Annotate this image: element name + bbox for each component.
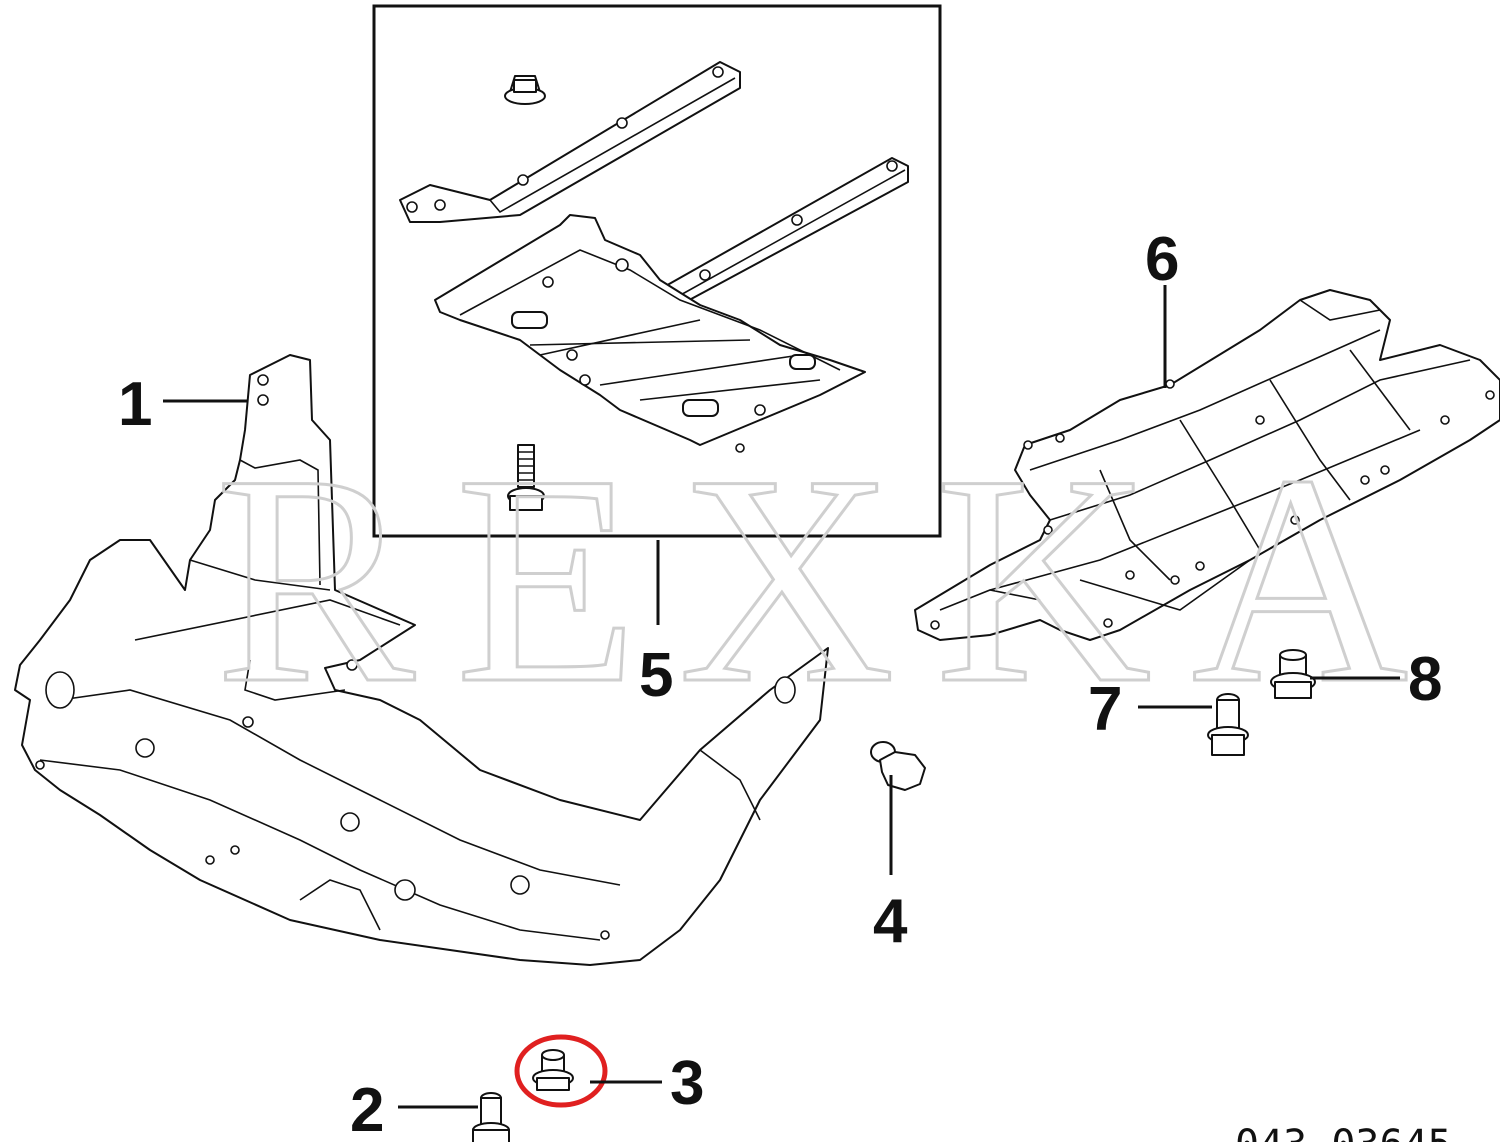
part-5-inset-box — [372, 4, 942, 538]
inset-bolt-icon — [507, 444, 545, 511]
callout-5: 5 — [639, 641, 673, 710]
callout-3: 3 — [670, 1049, 704, 1118]
rear-under-cover-part[interactable] — [914, 289, 1500, 641]
leader-lines — [163, 285, 1400, 1109]
callout-1: 1 — [118, 370, 152, 439]
inset-skid-plate — [434, 214, 866, 453]
highlight-circle — [514, 1034, 608, 1108]
callout-7: 7 — [1088, 675, 1122, 744]
front-under-cover-part[interactable] — [14, 354, 829, 966]
callout-6: 6 — [1145, 225, 1179, 294]
bolt-7-icon[interactable] — [1207, 693, 1249, 756]
callout-8: 8 — [1408, 645, 1442, 714]
clip-4-icon[interactable] — [870, 741, 926, 791]
reference-code: 043 03645 — [1235, 1122, 1452, 1142]
watermark: REXKA — [215, 413, 1448, 745]
callout-4: 4 — [873, 887, 908, 956]
inset-nut-icon — [504, 75, 546, 105]
nut-3-icon[interactable] — [532, 1049, 574, 1091]
callout-2: 2 — [350, 1076, 384, 1142]
bolt-8-icon[interactable] — [1270, 649, 1316, 699]
inset-upper-bracket — [399, 61, 741, 223]
bolt-2-icon[interactable] — [472, 1092, 510, 1142]
